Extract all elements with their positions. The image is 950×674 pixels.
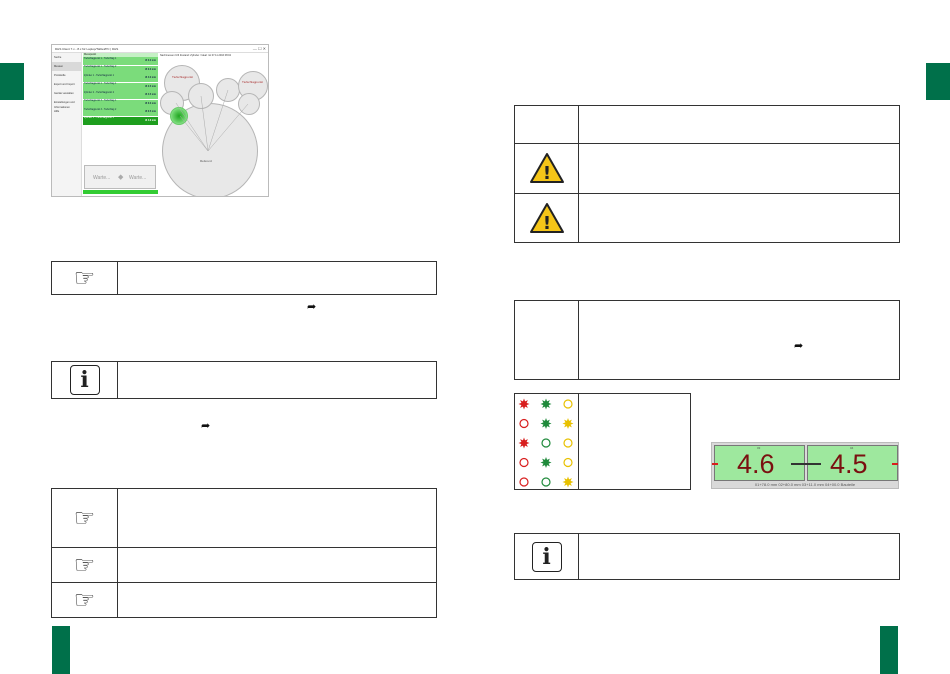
info-box: i — [51, 361, 437, 399]
window-controls[interactable]: — ☐ ✕ — [252, 46, 266, 51]
red-led-on-icon — [518, 398, 530, 410]
circle-label: Tiefschlagpunkt — [242, 80, 263, 84]
warning-triangle-icon: ! — [529, 203, 564, 234]
mini-display-left: Warte... — [93, 175, 111, 181]
display-left-value: 4.6 — [737, 449, 775, 479]
sidebar: Suche Messen Protokolle Export und Impor… — [52, 53, 82, 196]
circle-label: Tiefschlagpunkt — [172, 75, 193, 79]
measurement-display: 03 4.6 04 4.5 01+78.0 mm 02+80.0 mm 03+1… — [711, 442, 899, 489]
red-led-off-icon — [519, 457, 529, 468]
display-right-panel: 04 4.5 — [807, 445, 898, 481]
info-icon: i — [69, 365, 100, 395]
pointing-hand-icon: ☞ — [73, 264, 96, 292]
info-icon-cell: i — [515, 534, 579, 579]
yellow-led-off-icon — [563, 438, 573, 448]
led-grid — [518, 398, 574, 488]
red-led-off-icon — [519, 418, 529, 429]
list-header: Messpunkt — [83, 53, 158, 57]
warning-triangle-icon: ! — [529, 153, 564, 184]
table-divider — [515, 193, 899, 194]
page-tab-bottom-left — [52, 626, 70, 674]
software-screenshot: DHS Client 7.x - 8.x für Laptop/Tablet/P… — [51, 44, 269, 197]
svg-text:!: ! — [542, 213, 550, 234]
info-box: i — [514, 533, 900, 580]
note-icon-cell — [515, 301, 579, 379]
curved-arrow-icon: ➦ — [201, 419, 211, 432]
yellow-led-off-icon — [563, 457, 573, 468]
window-titlebar: DHS Client 7.x - 8.x für Laptop/Tablet/P… — [52, 45, 268, 53]
page-tab-top-left — [0, 63, 24, 100]
note-box-hand: ☞ — [51, 261, 437, 295]
sidebar-item-geraete[interactable]: Geräte verwalten — [54, 92, 74, 95]
yellow-led-on-icon — [562, 476, 574, 488]
green-led-off-icon — [541, 438, 551, 448]
curved-arrow-icon: ➦ — [307, 300, 317, 313]
warning-icon-cell: ! — [515, 193, 579, 243]
green-led-off-icon — [541, 477, 551, 487]
measurement-list: Messpunkt Tiefschlagpunkt 1 - Tiefschlag… — [83, 53, 158, 163]
display-left-caption: 03 — [757, 446, 761, 450]
display-right-value: 4.5 — [830, 449, 868, 479]
curved-arrow-icon: ➦ — [794, 339, 804, 352]
info-icon: i — [531, 541, 562, 572]
table-divider — [52, 547, 436, 548]
info-icon-cell: i — [52, 362, 118, 398]
red-led-off-icon — [519, 477, 529, 487]
warning-icon-cell: ! — [515, 143, 579, 193]
pointing-hand-icon: ☞ — [73, 586, 96, 614]
note-icon-cell: ☞ — [52, 582, 118, 618]
page-tab-top-right — [926, 63, 950, 100]
window-title: DHS Client 7.x - 8.x für Laptop/Tablet/P… — [55, 47, 119, 51]
display-center-divider — [791, 463, 821, 465]
circle-label: Referenz — [200, 159, 213, 163]
warning-header-cell — [515, 106, 579, 143]
canvas-header: Nachmessen UIII Zustand: Zylinder / Idea… — [160, 54, 231, 57]
connector-lines — [175, 89, 249, 152]
page-tab-bottom-right — [880, 626, 898, 674]
sidebar-item-export[interactable]: Export und Import — [54, 83, 75, 86]
mini-display: Warte... ◆ Warte... — [84, 165, 156, 189]
mini-display-divider-icon: ◆ — [118, 174, 124, 181]
status-strip — [83, 190, 158, 194]
yellow-led-off-icon — [563, 399, 573, 409]
note-icon-cell: ☞ — [52, 489, 118, 547]
sidebar-item-protokolle[interactable]: Protokolle — [54, 74, 66, 77]
table-divider — [515, 143, 899, 144]
note-icon-cell: ☞ — [52, 547, 118, 582]
display-right-caption: 04 — [850, 446, 854, 450]
sidebar-item-messen[interactable]: Messen — [52, 62, 81, 71]
note-icon-cell: ☞ — [52, 262, 118, 294]
sidebar-item-einstellungen[interactable]: Einstellungen und Informationen — [54, 101, 75, 109]
led-table — [514, 393, 691, 490]
mini-display-right: Warte... — [129, 175, 147, 181]
table-divider — [52, 582, 436, 583]
led-icon-column — [515, 394, 579, 489]
pointing-hand-icon: ☞ — [73, 504, 96, 532]
svg-text:!: ! — [542, 163, 550, 184]
display-left-panel: 03 4.6 — [714, 445, 805, 481]
red-led-on-icon — [518, 437, 530, 449]
display-left-marker — [712, 463, 718, 465]
note-table-hand: ☞ ☞ ☞ — [51, 488, 437, 618]
green-led-on-icon — [540, 418, 552, 429]
sidebar-item-suche[interactable]: Suche — [54, 56, 62, 59]
display-right-marker — [892, 463, 898, 465]
sidebar-item-hilfe[interactable]: Hilfe — [54, 110, 60, 113]
yellow-led-on-icon — [562, 418, 574, 429]
measurement-canvas: Nachmessen UIII Zustand: Zylinder / Idea… — [158, 53, 268, 196]
green-led-on-icon — [540, 398, 552, 410]
warning-table: ! ! — [514, 105, 900, 243]
green-led-on-icon — [540, 457, 552, 468]
note-box: ➦ — [514, 300, 900, 380]
pointing-hand-icon: ☞ — [73, 550, 96, 579]
display-status-line: 01+78.0 mm 02+80.0 mm 03+11.0 mm 04+00.0… — [754, 482, 856, 487]
